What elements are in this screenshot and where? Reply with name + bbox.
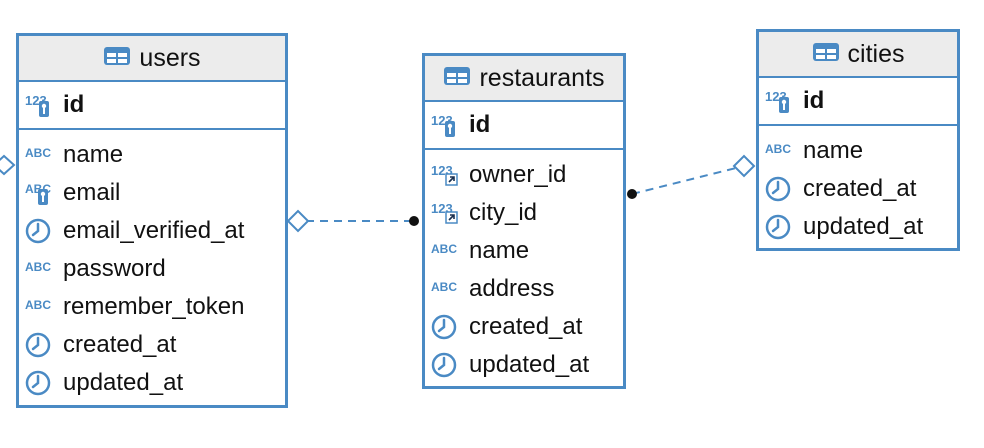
svg-text:ABC: ABC xyxy=(765,142,791,156)
table-name: users xyxy=(139,43,201,72)
column-name: email_verified_at xyxy=(63,217,245,244)
relation-dot-restaurants-owner xyxy=(409,216,419,226)
column-name: updated_at xyxy=(63,369,184,396)
column-row[interactable]: ABC password xyxy=(19,250,285,288)
column-name: name xyxy=(63,141,124,168)
svg-text:ABC: ABC xyxy=(431,280,457,294)
column-row[interactable]: email_verified_at xyxy=(19,212,285,250)
text-icon: ABC xyxy=(431,275,465,303)
column-row[interactable]: created_at xyxy=(759,170,957,208)
relation-dot-restaurants-city xyxy=(627,189,637,199)
column-row[interactable]: updated_at xyxy=(19,364,285,402)
column-name: id xyxy=(63,91,85,118)
svg-text:ABC: ABC xyxy=(431,242,457,256)
column-name: created_at xyxy=(803,175,917,202)
relation-line-restaurants-cities[interactable] xyxy=(631,167,737,195)
clock-icon xyxy=(25,217,59,245)
table-name: restaurants xyxy=(479,63,605,92)
table-name: cities xyxy=(847,39,905,68)
column-row[interactable]: created_at xyxy=(19,326,285,364)
numeric-key-icon: 123 xyxy=(25,91,59,119)
column-row[interactable]: updated_at xyxy=(759,208,957,246)
column-name: updated_at xyxy=(469,351,590,378)
column-row[interactable]: ABC name xyxy=(19,136,285,174)
column-name: city_id xyxy=(469,199,538,226)
clock-icon xyxy=(765,213,799,241)
text-icon: ABC xyxy=(25,255,59,283)
table-icon xyxy=(812,42,840,67)
column-name: password xyxy=(63,255,166,282)
numeric-key-icon: 123 xyxy=(765,87,799,115)
column-row[interactable]: ABC name xyxy=(425,232,623,270)
column-name: created_at xyxy=(63,331,177,358)
primary-key-row[interactable]: 123 id xyxy=(759,78,957,126)
column-name: name xyxy=(803,137,864,164)
column-row[interactable]: created_at xyxy=(425,308,623,346)
column-row[interactable]: ABC address xyxy=(425,270,623,308)
table-header: cities xyxy=(759,32,957,78)
clock-icon xyxy=(25,369,59,397)
column-name: address xyxy=(469,275,555,302)
column-row[interactable]: updated_at xyxy=(425,346,623,384)
text-icon: ABC xyxy=(765,137,799,165)
clock-icon xyxy=(431,313,465,341)
table-cities[interactable]: cities 123 id ABC name created_at updated… xyxy=(756,29,960,251)
column-name: updated_at xyxy=(803,213,924,240)
offscreen-relation-diamond xyxy=(0,154,16,176)
primary-key-row[interactable]: 123 id xyxy=(19,82,285,130)
text-key-icon: ABC xyxy=(25,179,59,207)
column-name: name xyxy=(469,237,530,264)
svg-text:ABC: ABC xyxy=(25,146,51,160)
numeric-key-icon: 123 xyxy=(431,111,465,139)
column-row[interactable]: ABC remember_token xyxy=(19,288,285,326)
svg-text:ABC: ABC xyxy=(25,260,51,274)
table-icon xyxy=(103,46,131,71)
column-name: email xyxy=(63,179,121,206)
column-name: remember_token xyxy=(63,293,245,320)
text-icon: ABC xyxy=(25,141,59,169)
table-header: restaurants xyxy=(425,56,623,102)
numeric-fk-icon: 123 xyxy=(431,161,465,189)
svg-text:ABC: ABC xyxy=(25,298,51,312)
relation-diamond-cities xyxy=(732,154,756,178)
relation-diamond-users xyxy=(286,209,310,233)
primary-key-row[interactable]: 123 id xyxy=(425,102,623,150)
column-name: owner_id xyxy=(469,161,567,188)
column-name: created_at xyxy=(469,313,583,340)
column-name: id xyxy=(469,111,491,138)
column-list: ABC name created_at updated_at xyxy=(759,126,957,246)
text-icon: ABC xyxy=(431,237,465,265)
column-name: id xyxy=(803,87,825,114)
clock-icon xyxy=(765,175,799,203)
text-icon: ABC xyxy=(25,293,59,321)
clock-icon xyxy=(25,331,59,359)
table-icon xyxy=(443,66,471,91)
table-header: users xyxy=(19,36,285,82)
numeric-fk-icon: 123 xyxy=(431,199,465,227)
column-row[interactable]: ABC name xyxy=(759,132,957,170)
clock-icon xyxy=(431,351,465,379)
